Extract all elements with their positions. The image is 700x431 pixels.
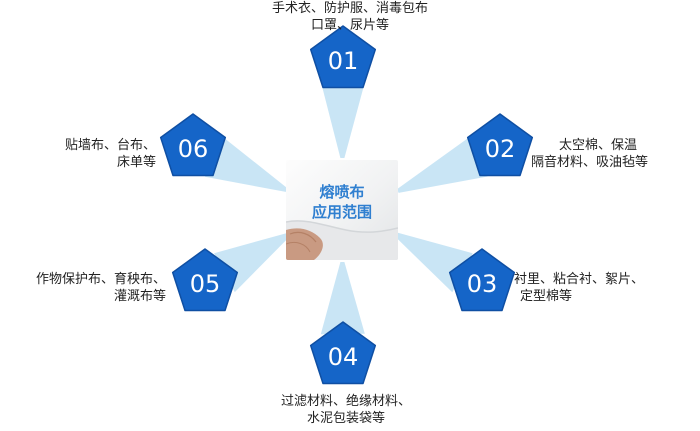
beam-06: [204, 136, 288, 192]
badge-number-03: 03: [467, 270, 498, 298]
node-06-line1: 贴墙布、台布、: [64, 138, 156, 153]
node-02-label: 太空棉、保温 隔音材料、吸油毡等: [531, 137, 648, 171]
node-04-label: 过滤材料、绝缘材料、 水泥包装袋等: [256, 393, 436, 427]
beam-01: [320, 81, 365, 158]
node-06-label: 贴墙布、台布、 床单等: [40, 137, 156, 171]
node-02-line2: 隔音材料、吸油毡等: [531, 155, 649, 170]
beam-02: [397, 135, 488, 193]
badge-02: [466, 113, 534, 177]
badge-number-05: 05: [190, 270, 221, 298]
node-05-line2: 灌溉布等: [113, 289, 166, 304]
node-03-line2: 定型棉等: [520, 289, 573, 304]
badge-number-02: 02: [485, 135, 516, 163]
node-03-line1: 衬里、粘合衬、絮片、: [514, 272, 645, 287]
node-05-line1: 作物保护布、育秧布、: [35, 272, 166, 287]
badge-03: [448, 248, 516, 312]
badge-number-04: 04: [328, 343, 359, 371]
node-05-label: 作物保护布、育秧布、 灌溉布等: [20, 271, 166, 305]
center-title-line2: 应用范围: [311, 203, 372, 221]
center-title: 熔喷布 应用范围: [286, 182, 398, 222]
meltblown-fabric-image: [286, 160, 398, 260]
node-04-line2: 水泥包装袋等: [306, 411, 385, 426]
node-01-label: 手术衣、防护服、消毒包布 口罩、尿片等: [248, 0, 452, 34]
node-01-line2: 口罩、尿片等: [310, 18, 389, 33]
badge-number-06: 06: [178, 135, 209, 163]
badge-number-01: 01: [328, 47, 359, 75]
badge-04: [309, 321, 377, 385]
badge-06: [159, 113, 227, 177]
center-photo: 熔喷布 应用范围: [286, 160, 398, 260]
badge-05: [171, 248, 239, 312]
node-01-line1: 手术衣、防护服、消毒包布: [271, 1, 428, 16]
center-title-line1: 熔喷布: [319, 183, 365, 201]
badge-01: [309, 25, 377, 89]
node-06-line2: 床单等: [116, 155, 156, 170]
node-02-line1: 太空棉、保温: [559, 138, 638, 153]
node-04-line1: 过滤材料、绝缘材料、: [280, 394, 411, 409]
beam-04: [320, 262, 365, 335]
node-03-label: 衬里、粘合衬、絮片、 定型棉等: [514, 271, 644, 305]
number-badges: 01 02 03 04 05 06: [159, 25, 534, 385]
